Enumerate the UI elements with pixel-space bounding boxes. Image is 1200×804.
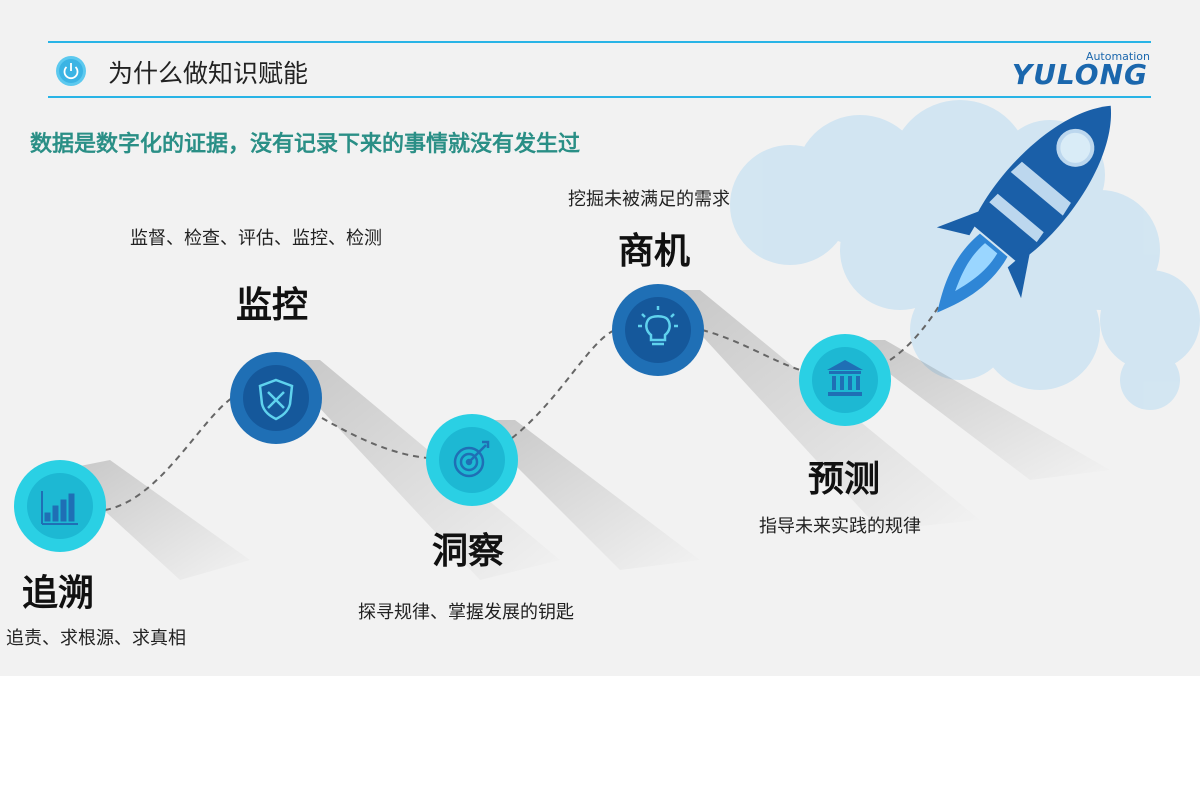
target-icon	[453, 440, 490, 478]
company-logo: Automation YULONG	[1010, 50, 1150, 91]
shield-icon	[258, 378, 294, 421]
logo-tagline: Automation	[1085, 50, 1150, 63]
stage-circle-predict	[799, 334, 891, 426]
rocket-decoration	[936, 105, 1111, 313]
page-title: 为什么做知识赋能	[108, 59, 309, 88]
stage-circle-monitor	[230, 352, 322, 444]
stage-desc-monitor: 监督、检查、评估、监控、检测	[130, 228, 382, 249]
subtitle: 数据是数字化的证据，没有记录下来的事情就没有发生过	[30, 132, 581, 157]
background-graphics	[60, 100, 1200, 580]
stage-circle-trace	[14, 460, 106, 552]
slide: 为什么做知识赋能 Automation YULONG 数据是数字化的证据，没有记…	[0, 0, 1200, 676]
logo-brand: YULONG	[1011, 58, 1148, 91]
bank-icon	[827, 360, 863, 396]
stage-desc-insight: 探寻规律、掌握发展的钥匙	[358, 602, 574, 623]
stage-circle-opportunity	[612, 284, 704, 376]
stage-title-monitor: 监控	[236, 285, 309, 326]
stage-desc-predict: 指导未来实践的规律	[759, 516, 921, 537]
header-bottom-rule	[48, 96, 1151, 98]
bar-chart-icon	[41, 491, 78, 525]
stage-desc-trace: 追责、求根源、求真相	[6, 628, 186, 649]
stage-title-opportunity: 商机	[618, 231, 691, 272]
stage-title-insight: 洞察	[432, 531, 505, 572]
stage-title-predict: 预测	[808, 459, 881, 500]
growth-path	[104, 274, 956, 511]
lightbulb-icon	[638, 306, 678, 346]
power-icon	[56, 56, 86, 86]
stage-title-trace: 追溯	[22, 573, 95, 614]
header-top-rule	[48, 41, 1151, 43]
stage-circle-insight	[426, 414, 518, 506]
stage-desc-opportunity: 挖掘未被满足的需求	[568, 189, 730, 210]
